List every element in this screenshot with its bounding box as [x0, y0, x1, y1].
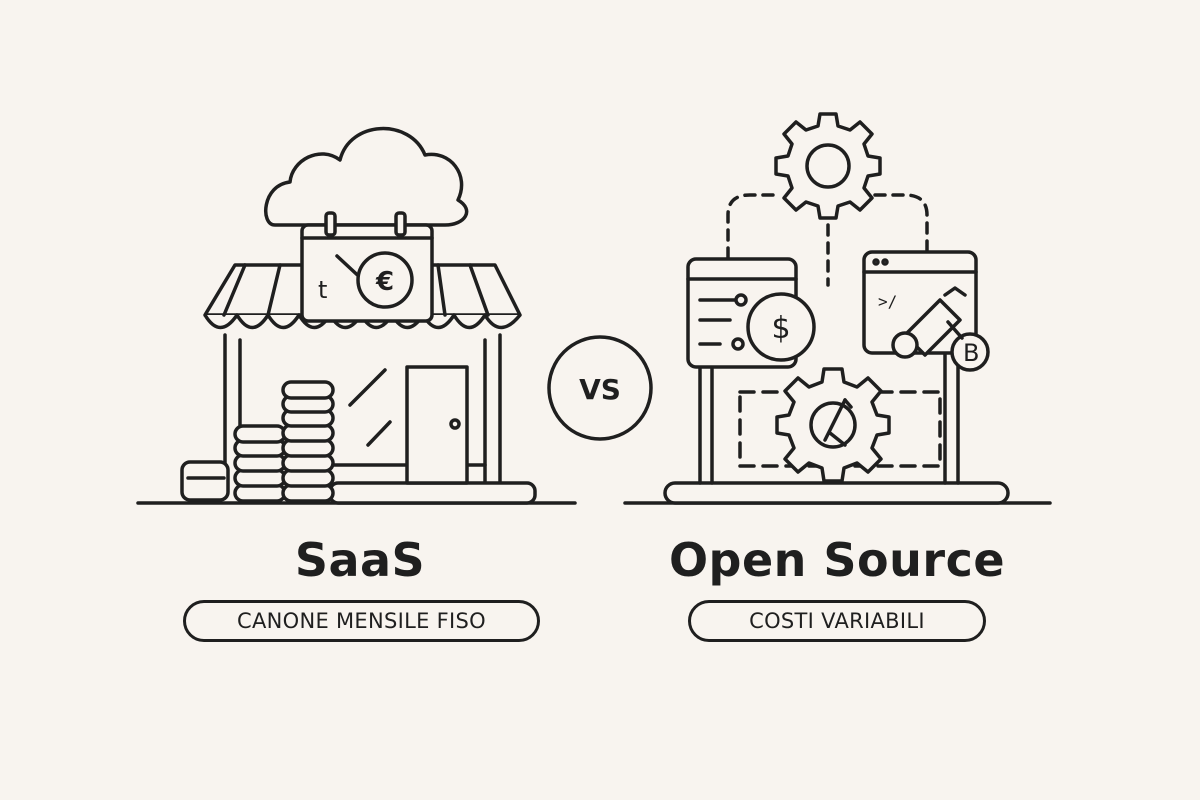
vs-label: VS	[579, 373, 621, 406]
svg-text:B: B	[963, 339, 979, 367]
storefront-icon: t €	[180, 126, 537, 505]
cloud-icon	[263, 126, 469, 227]
top-gear-icon	[774, 112, 882, 220]
open-source-title: Open Source	[668, 533, 1006, 587]
bottom-gear-icon	[775, 367, 891, 483]
calendar-mark: t	[318, 276, 327, 304]
vs-badge: VS	[547, 335, 653, 441]
code-mark: >/	[878, 292, 897, 311]
fallen-coin-icon	[180, 460, 230, 502]
saas-badge: CANONE MENSILE FISO	[183, 600, 540, 642]
coin-stack-tall	[281, 380, 335, 503]
saas-title: SaaS	[294, 533, 426, 587]
open-source-badge: COSTI VARIABILI	[688, 600, 986, 642]
euro-coin-icon	[356, 251, 414, 309]
euro-symbol: €	[375, 267, 394, 297]
coin-stack-small	[233, 424, 287, 503]
dollar-coin-icon	[746, 292, 816, 362]
wrench-icon: B	[891, 298, 990, 372]
open-source-icon: $ >/ B	[663, 112, 1010, 505]
dollar-symbol: $	[771, 311, 790, 346]
